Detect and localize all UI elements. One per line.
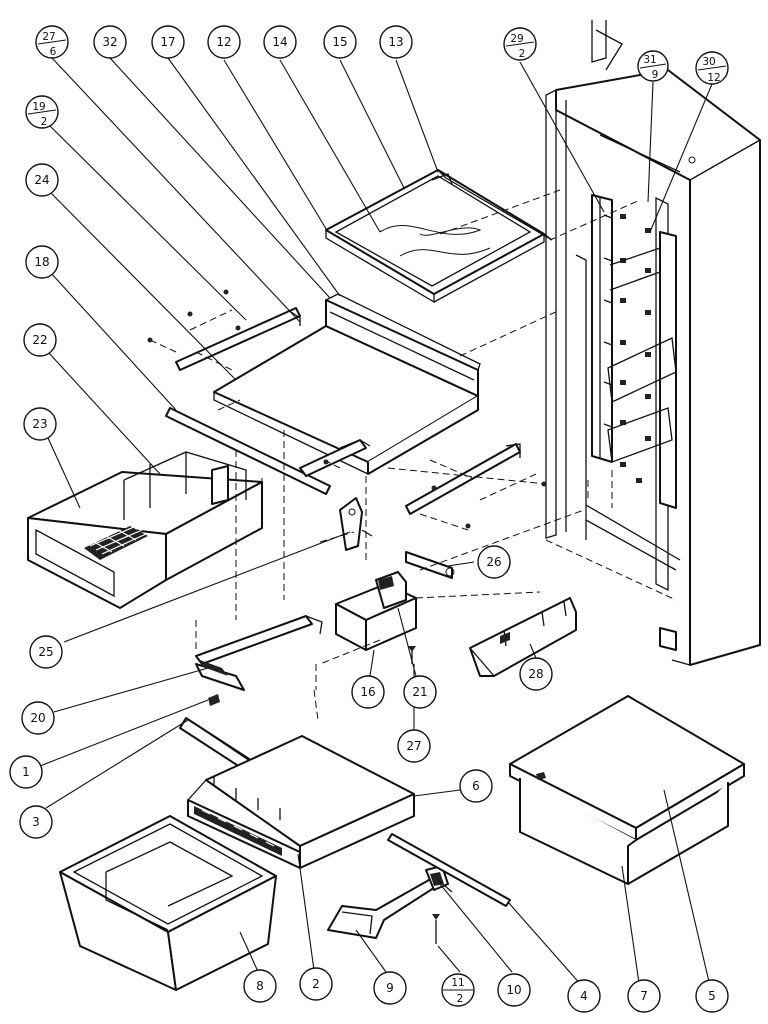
svg-text:14: 14: [272, 35, 287, 49]
callout-29-2: 29 2: [503, 27, 537, 61]
callout-22: 22: [23, 323, 57, 357]
callout-30-12: 30 12: [695, 51, 729, 85]
callout-9: 9: [373, 971, 407, 1005]
svg-text:20: 20: [30, 711, 45, 725]
svg-text:13: 13: [388, 35, 403, 49]
svg-text:2: 2: [519, 48, 526, 60]
crisper-cover: [187, 735, 415, 869]
callout-10: 10: [497, 973, 531, 1007]
callout-25: 25: [29, 635, 63, 669]
svg-text:3: 3: [32, 815, 40, 829]
svg-text:29: 29: [510, 33, 523, 45]
callout-4: 4: [567, 979, 601, 1013]
crisper-cover-shelf: [213, 293, 481, 475]
svg-text:31: 31: [643, 54, 656, 66]
callout-26: 26: [477, 545, 511, 579]
svg-text:26: 26: [486, 555, 501, 569]
callout-14: 14: [263, 25, 297, 59]
svg-text:30: 30: [702, 56, 715, 68]
crisper-track: [195, 615, 323, 691]
svg-text:12: 12: [216, 35, 231, 49]
assembly-lines: [149, 189, 677, 721]
callout-28: 28: [519, 657, 553, 691]
meat-pan: [27, 451, 263, 609]
slide-parts: [387, 833, 511, 944]
svg-text:27: 27: [42, 31, 55, 43]
callout-20: 20: [21, 701, 55, 735]
screw-dots: [147, 289, 547, 529]
freezer-bin: [509, 695, 745, 885]
svg-text:8: 8: [256, 979, 264, 993]
svg-text:23: 23: [32, 417, 47, 431]
callout-8: 8: [243, 969, 277, 1003]
svg-text:17: 17: [160, 35, 175, 49]
callout-11-2: 11 2: [441, 973, 475, 1007]
leader-lines: [39, 57, 713, 991]
svg-text:27: 27: [406, 739, 421, 753]
callout-19-2: 19 2: [25, 95, 59, 129]
svg-text:6: 6: [50, 46, 57, 58]
svg-text:16: 16: [360, 685, 375, 699]
callout-7: 7: [627, 979, 661, 1013]
callout-27-6: 27 6: [35, 25, 69, 59]
svg-text:9: 9: [386, 981, 394, 995]
callout-27: 27: [397, 729, 431, 763]
svg-text:15: 15: [332, 35, 347, 49]
callout-3: 3: [19, 805, 53, 839]
callout-23: 23: [23, 407, 57, 441]
svg-text:18: 18: [34, 255, 49, 269]
callout-12: 12: [207, 25, 241, 59]
svg-text:12: 12: [707, 72, 720, 84]
callout-2: 2: [299, 967, 333, 1001]
svg-text:9: 9: [652, 69, 659, 81]
svg-text:1: 1: [22, 765, 30, 779]
crisper-drawer: [59, 815, 277, 991]
callout-15: 15: [323, 25, 357, 59]
callout-5: 5: [695, 979, 729, 1013]
callout-13: 13: [379, 25, 413, 59]
svg-text:5: 5: [708, 989, 716, 1003]
drawer-stop: [327, 875, 441, 939]
callout-1: 1: [9, 755, 43, 789]
callout-21: 21: [403, 675, 437, 709]
small-hardware: [335, 497, 455, 664]
callout-17: 17: [151, 25, 185, 59]
svg-text:28: 28: [528, 667, 543, 681]
svg-text:32: 32: [102, 35, 117, 49]
svg-text:19: 19: [32, 101, 45, 113]
svg-text:4: 4: [580, 989, 588, 1003]
callout-32: 32: [93, 25, 127, 59]
svg-text:2: 2: [457, 993, 464, 1005]
svg-text:2: 2: [41, 116, 48, 128]
svg-text:6: 6: [472, 779, 480, 793]
callout-18: 18: [25, 245, 59, 279]
svg-text:21: 21: [412, 685, 427, 699]
callout-16: 16: [351, 675, 385, 709]
svg-text:25: 25: [38, 645, 53, 659]
callout-24: 24: [25, 163, 59, 197]
svg-text:7: 7: [640, 989, 648, 1003]
svg-text:24: 24: [34, 173, 49, 187]
svg-text:22: 22: [32, 333, 47, 347]
cabinet-liner: [545, 20, 761, 666]
svg-text:2: 2: [312, 977, 320, 991]
dairy-door: [469, 597, 577, 677]
callout-6: 6: [459, 769, 493, 803]
shelf-rails: [165, 307, 521, 515]
callout-31-9: 31 9: [637, 50, 669, 82]
svg-text:11: 11: [451, 977, 464, 989]
glass-shelf: [325, 169, 553, 304]
svg-text:10: 10: [506, 983, 521, 997]
